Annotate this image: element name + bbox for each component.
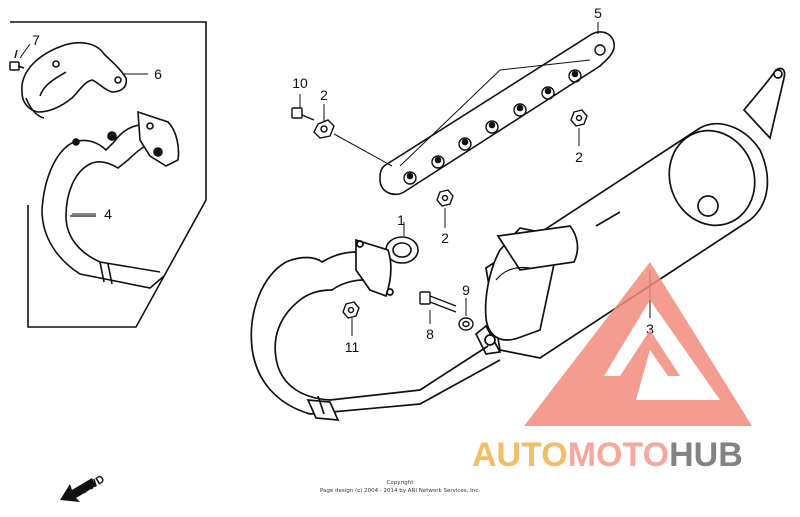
part-3-muffler bbox=[474, 67, 786, 359]
part-11-nut bbox=[342, 301, 360, 319]
part-10-bolt bbox=[291, 107, 315, 121]
label-part-2-a: 2 bbox=[320, 87, 328, 103]
watermark-text-auto: AUTOMOTOHUB bbox=[472, 436, 743, 474]
label-part-8: 8 bbox=[426, 326, 434, 342]
inset-frame bbox=[10, 21, 207, 328]
label-part-3: 3 bbox=[646, 321, 654, 337]
label-part-11: 11 bbox=[345, 339, 360, 355]
part-2-nut-a bbox=[313, 119, 335, 139]
part-2-nut-c bbox=[436, 189, 454, 207]
part-1-gasket bbox=[385, 236, 419, 264]
fwd-label: FWD bbox=[79, 473, 107, 496]
label-part-7: 7 bbox=[32, 32, 40, 48]
copyright-line-1: Copyright bbox=[387, 480, 415, 486]
label-part-1: 1 bbox=[397, 212, 405, 228]
copyright-line-2: Page design (c) 2004 - 2014 by ARI Netwo… bbox=[320, 488, 480, 494]
label-part-2-b: 2 bbox=[575, 149, 583, 165]
main-exhaust-pipe bbox=[250, 238, 501, 421]
leader-lines bbox=[19, 22, 651, 336]
part-9-washer bbox=[458, 317, 474, 331]
part-5-bracket bbox=[379, 31, 615, 196]
label-part-4: 4 bbox=[104, 206, 112, 222]
part-6-shield bbox=[21, 41, 128, 119]
watermark-logo: AUTOMOTOHUB bbox=[472, 262, 752, 474]
part-2-nut-b bbox=[570, 109, 588, 127]
label-part-6: 6 bbox=[154, 66, 162, 82]
label-part-10: 10 bbox=[292, 75, 308, 91]
label-part-2-c: 2 bbox=[441, 230, 449, 246]
bracket-outline-back bbox=[399, 59, 591, 167]
label-part-5: 5 bbox=[594, 5, 602, 21]
fwd-arrow: FWD bbox=[60, 473, 107, 502]
watermark-triangle-icon bbox=[524, 262, 752, 426]
label-part-9: 9 bbox=[462, 282, 470, 298]
part-4-exhaust-pipe bbox=[41, 110, 180, 289]
part-7-bolt bbox=[9, 49, 25, 71]
part-8-bolt bbox=[419, 291, 457, 313]
